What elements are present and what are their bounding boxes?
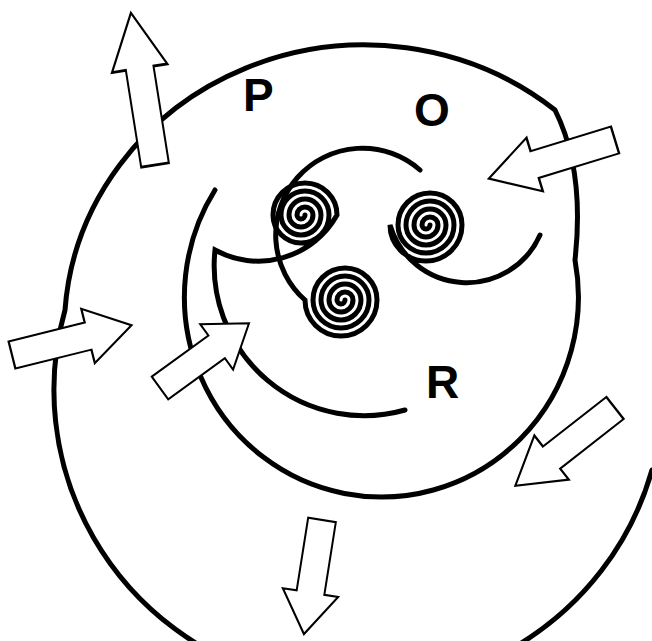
block-arrow	[498, 386, 632, 508]
block-arrow	[144, 301, 266, 411]
block-arrow	[5, 298, 138, 382]
spiral-b	[390, 193, 540, 283]
region-letter: P	[243, 72, 274, 118]
region-letter: O	[414, 87, 450, 133]
block-arrow	[276, 516, 349, 639]
spiral-c	[276, 148, 420, 336]
region-letter: R	[426, 359, 459, 405]
block-arrow	[481, 113, 624, 205]
block-arrow	[103, 9, 182, 170]
